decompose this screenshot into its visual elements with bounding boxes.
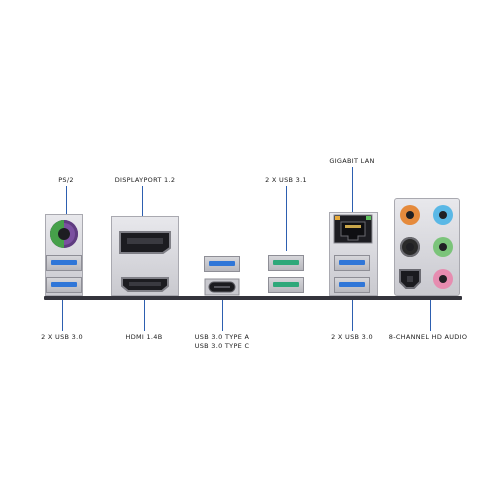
label-usb30-left: 2 X USB 3.0 — [41, 333, 83, 341]
audio-jack-icon[interactable] — [433, 205, 453, 225]
leader-line-usb30-left — [62, 300, 63, 331]
leader-line-hdmi — [144, 296, 145, 331]
label-displayport: DISPLAYPORT 1.2 — [114, 176, 176, 184]
label-hd-audio: 8-CHANNEL HD AUDIO — [388, 333, 468, 341]
label-usb30-type-a: USB 3.0 TYPE A — [194, 333, 250, 341]
label-usb31: 2 X USB 3.1 — [265, 176, 307, 184]
leader-line-ps2 — [66, 186, 67, 216]
usb-port-icon[interactable] — [268, 277, 304, 293]
audio-jack-icon[interactable] — [433, 237, 453, 257]
usb-port-icon[interactable] — [334, 277, 370, 293]
ps2-combo-port-icon — [50, 220, 78, 248]
displayport-icon[interactable] — [117, 229, 173, 255]
motherboard-edge — [44, 296, 462, 300]
hdmi-port-icon[interactable] — [119, 275, 171, 293]
audio-jack-icon[interactable] — [433, 269, 453, 289]
label-usb30-right: 2 X USB 3.0 — [331, 333, 373, 341]
optical-spdif-icon[interactable] — [398, 268, 422, 290]
leader-line-displayport — [142, 186, 143, 236]
leader-line-audio — [430, 278, 431, 331]
leader-line-usbc — [222, 296, 223, 331]
label-usb30-type-c: USB 3.0 TYPE C — [194, 342, 250, 350]
usb-port-icon[interactable] — [46, 277, 82, 293]
ethernet-port-icon[interactable] — [333, 214, 373, 244]
label-ps2: PS/2 — [58, 176, 74, 184]
leader-line-usb30-right — [352, 296, 353, 331]
usb-port-icon[interactable] — [204, 256, 240, 272]
usb-port-icon[interactable] — [46, 255, 82, 271]
leader-line-usb31 — [286, 186, 287, 251]
audio-jack-icon[interactable] — [400, 205, 420, 225]
leader-line-lan — [352, 167, 353, 217]
label-gigabit-lan: GIGABIT LAN — [329, 157, 375, 165]
usb-port-icon[interactable] — [334, 255, 370, 271]
usb-port-icon[interactable] — [268, 255, 304, 271]
usb-type-c-icon[interactable] — [204, 278, 240, 296]
label-hdmi: HDMI 1.4B — [125, 333, 163, 341]
audio-jack-icon[interactable] — [400, 237, 420, 257]
